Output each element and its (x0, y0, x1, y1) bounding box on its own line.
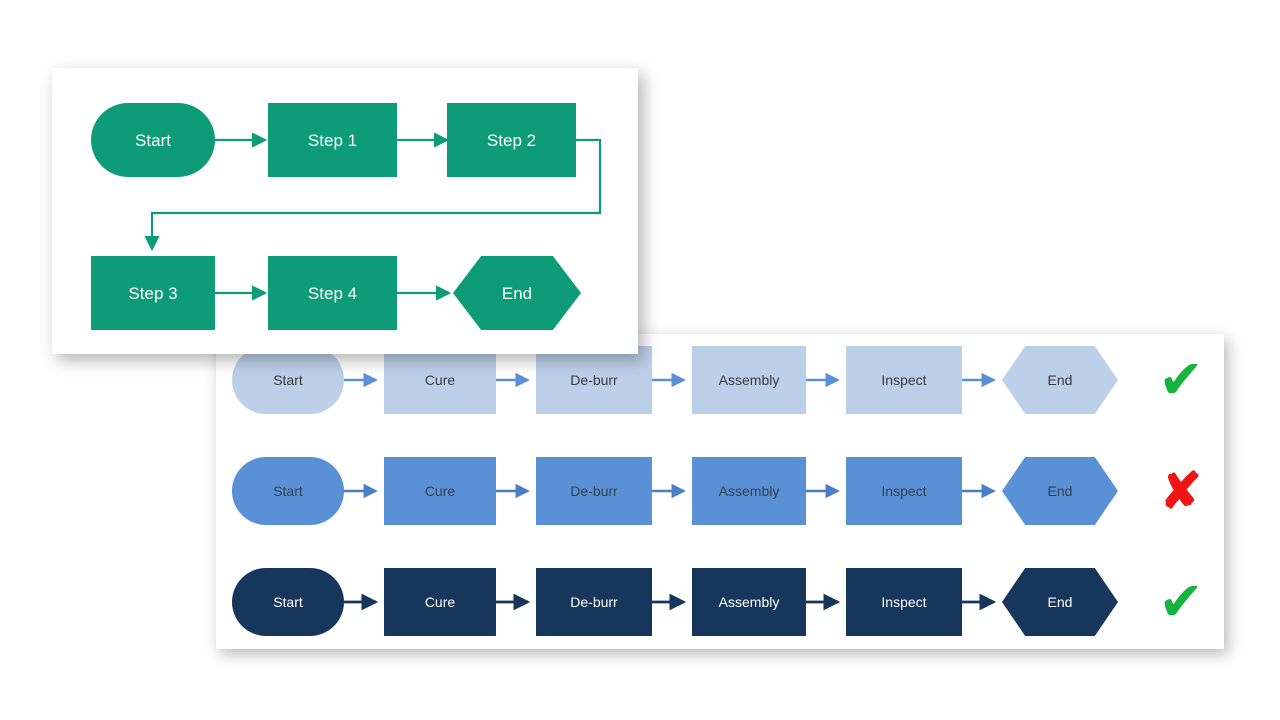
node-assembly-dark[interactable]: Assembly (692, 568, 806, 636)
node-label: De-burr (570, 594, 618, 610)
node-inspect-light[interactable]: Inspect (846, 346, 962, 414)
check-icon: ✔ (1158, 570, 1204, 633)
verdict-check-row3: ✔ (1146, 572, 1216, 632)
node-step1-green[interactable]: Step 1 (268, 103, 397, 177)
node-label: Cure (424, 483, 456, 499)
node-cure-medium[interactable]: Cure (384, 457, 496, 525)
node-label: Cure (424, 372, 456, 388)
node-end-green[interactable]: End (453, 256, 581, 330)
node-label: End (1047, 483, 1073, 499)
node-end-dark[interactable]: End (1002, 568, 1118, 636)
node-assembly-medium[interactable]: Assembly (692, 457, 806, 525)
node-end-light[interactable]: End (1002, 346, 1118, 414)
node-deburr-light[interactable]: De-burr (536, 346, 652, 414)
node-label: De-burr (570, 483, 618, 499)
node-step3-green[interactable]: Step 3 (91, 256, 215, 330)
node-start-dark[interactable]: Start (232, 568, 344, 636)
node-inspect-medium[interactable]: Inspect (846, 457, 962, 525)
process-variants-panel: Start Cure De-burr Assembly Inspect End … (216, 334, 1224, 649)
node-label: Assembly (718, 483, 780, 499)
node-cure-dark[interactable]: Cure (384, 568, 496, 636)
node-label: End (501, 283, 533, 303)
node-label: Step 4 (307, 283, 358, 303)
node-label: Assembly (718, 372, 780, 388)
node-label: Step 1 (307, 130, 358, 150)
cross-icon: ✘ (1160, 463, 1202, 519)
node-inspect-dark[interactable]: Inspect (846, 568, 962, 636)
node-label: Inspect (881, 594, 927, 610)
node-start-green[interactable]: Start (91, 103, 215, 177)
node-label: End (1047, 372, 1073, 388)
node-cure-light[interactable]: Cure (384, 346, 496, 414)
verdict-cross-row2: ✘ (1146, 461, 1216, 521)
node-start-medium[interactable]: Start (232, 457, 344, 525)
sample-flowchart-panel: Start Step 1 Step 2 Step 3 Step 4 End (52, 68, 638, 354)
node-start-light[interactable]: Start (232, 346, 344, 414)
node-step2-green[interactable]: Step 2 (447, 103, 576, 177)
node-label: Step 2 (486, 130, 537, 150)
node-step4-green[interactable]: Step 4 (268, 256, 397, 330)
node-label: Inspect (881, 483, 927, 499)
check-icon: ✔ (1158, 348, 1204, 411)
node-deburr-medium[interactable]: De-burr (536, 457, 652, 525)
node-label: Step 3 (128, 283, 178, 303)
node-label: End (1047, 594, 1073, 610)
node-label: Start (273, 483, 303, 499)
verdict-check-row1: ✔ (1146, 350, 1216, 410)
node-label: Start (273, 594, 303, 610)
node-deburr-dark[interactable]: De-burr (536, 568, 652, 636)
node-label: Inspect (881, 372, 927, 388)
node-label: De-burr (570, 372, 618, 388)
node-label: Assembly (718, 594, 780, 610)
node-assembly-light[interactable]: Assembly (692, 346, 806, 414)
node-end-medium[interactable]: End (1002, 457, 1118, 525)
node-label: Start (273, 372, 303, 388)
node-label: Start (135, 130, 171, 150)
node-label: Cure (424, 594, 456, 610)
